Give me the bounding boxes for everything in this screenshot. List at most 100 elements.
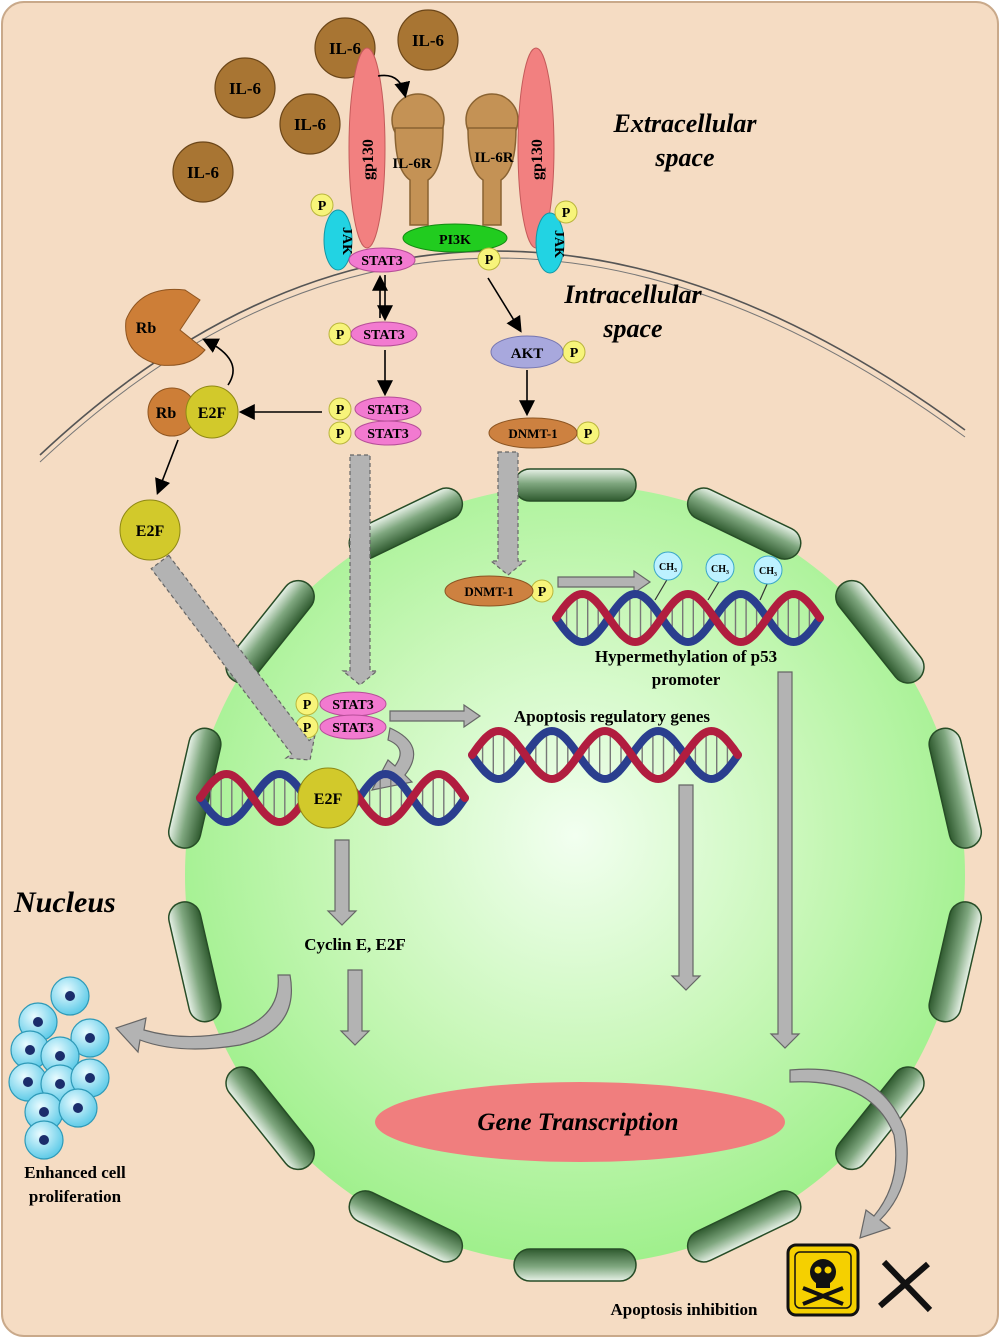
translocation-arrow: [489, 451, 527, 576]
envelope-segment: [225, 579, 315, 684]
stat3-label: STAT3: [332, 721, 374, 736]
phosphate: [328, 397, 352, 421]
e2f-label-dna: E2F: [314, 791, 343, 808]
il6-label: IL-6: [412, 31, 444, 50]
stat3-label: STAT3: [367, 403, 409, 418]
apoptosis-arrow: [789, 1068, 908, 1239]
il6-ligand: [214, 57, 276, 119]
ch3-group: [653, 551, 683, 581]
stat3: [319, 714, 387, 740]
il6r-label-right: IL-6R: [474, 150, 513, 166]
translocation-arrow: [769, 671, 801, 1049]
il6-ligand: [172, 141, 234, 203]
il6-label: IL-6: [229, 79, 261, 98]
ch3-label: CH₃: [659, 562, 677, 573]
flow-arrow: [389, 703, 482, 729]
phosphate: [295, 692, 319, 716]
envelope-segment: [928, 727, 982, 849]
phosphate-label: P: [303, 721, 312, 736]
phosphate: [328, 421, 352, 445]
gp130-left: [348, 47, 386, 249]
phosphate-label: P: [303, 698, 312, 713]
dna-strands: [196, 589, 824, 827]
gp130-label-left: gp130: [360, 139, 377, 180]
il6-ligand: [397, 9, 459, 71]
il6-receptor-right: [465, 93, 519, 226]
proliferation-label: Enhanced cell: [24, 1163, 126, 1182]
nucleus: [185, 485, 965, 1265]
extracellular-label-2: space: [654, 143, 714, 172]
envelope-segment: [513, 468, 637, 502]
e2f-dna-bound: [297, 767, 359, 829]
translocation-arrow: [341, 454, 379, 686]
intracellular-label-2: space: [602, 314, 662, 343]
extracellular-label: Extracellular: [612, 109, 757, 138]
translocation-arrow: [150, 554, 316, 761]
stat3-label: STAT3: [367, 427, 409, 442]
phosphate-label: P: [570, 346, 579, 361]
jak-right: [535, 212, 565, 274]
phosphate-label: P: [336, 328, 345, 343]
envelope-segment: [225, 1066, 315, 1171]
gene-transcription: [375, 1082, 785, 1162]
phosphate: [477, 247, 501, 271]
dna-helix: [468, 726, 742, 784]
pi3k: [402, 223, 508, 253]
akt-label: AKT: [511, 346, 544, 362]
rb-label-free: Rb: [136, 320, 157, 337]
rb-free: [125, 288, 206, 366]
cell: [58, 1088, 98, 1128]
cell: [70, 1018, 110, 1058]
methyl-groups: CH₃ CH₃ CH₃: [653, 551, 783, 601]
pi3k-to-akt-arrow: [487, 277, 522, 333]
cell: [24, 1120, 64, 1160]
skull-crossbones-icon: [786, 1243, 860, 1317]
stat3-label: STAT3: [361, 254, 403, 269]
ch3-label: CH₃: [711, 564, 729, 575]
stat3: [354, 420, 422, 446]
ch3-group: [753, 555, 783, 585]
dnmt1-label-nucleus: DNMT-1: [464, 584, 513, 599]
phosphate: [310, 193, 334, 217]
envelope-segment: [513, 1248, 637, 1282]
envelope-segment: [686, 1190, 802, 1263]
translocation-arrow: [326, 839, 358, 926]
rb-release-arrow: [202, 338, 234, 386]
gp130-label-right: gp130: [529, 139, 546, 180]
hypermethylation-label-2: promoter: [652, 670, 721, 689]
ch3-label: CH₃: [759, 566, 777, 577]
phosphate-label: P: [562, 206, 571, 221]
complex-to-e2f-arrow: [155, 439, 179, 495]
dnmt1-label-cytoplasm: DNMT-1: [508, 426, 557, 441]
ch3-group: [705, 553, 735, 583]
akt: [490, 335, 564, 369]
il6-label: IL-6: [187, 163, 219, 182]
hypermethylation-label: Hypermethylation of p53: [595, 647, 777, 666]
jak-left: [323, 209, 353, 271]
phosphate-label: P: [538, 585, 547, 600]
pi3k-label: PI3K: [439, 233, 471, 248]
il6-binding-arrow: [377, 74, 411, 99]
proliferation-label-2: proliferation: [29, 1187, 122, 1206]
il6-receptor-left: [391, 93, 445, 226]
envelope-segment: [835, 579, 925, 684]
phosphate: [554, 200, 578, 224]
intracellular-label: Intracellular: [563, 280, 702, 309]
il6-label: IL-6: [294, 115, 326, 134]
il6-ligand: [279, 93, 341, 155]
jak-label-right: JAK: [551, 230, 566, 258]
cell: [70, 1058, 110, 1098]
envelope-segment: [348, 1190, 464, 1263]
nucleus-label: Nucleus: [13, 886, 116, 919]
phosphate-label: P: [318, 199, 327, 214]
translocation-arrow: [670, 784, 702, 991]
stat3: [350, 321, 418, 347]
rb-e2f-complex: [147, 385, 239, 439]
envelope-segment: [928, 901, 982, 1023]
phosphate-label: P: [336, 403, 345, 418]
